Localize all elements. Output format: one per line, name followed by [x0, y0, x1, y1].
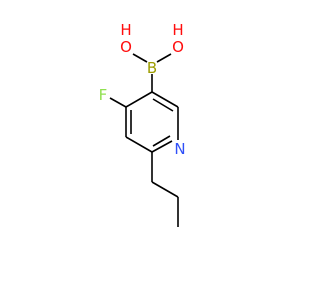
- bond-b-o2: [156, 53, 172, 63]
- bond-c3-c4: [125, 91, 153, 108]
- bond-b-o1: [132, 53, 148, 63]
- atom-nitrogen: N: [174, 140, 185, 158]
- bond-c3-c2-inner: [152, 98, 174, 112]
- atom-hydrogen-1: H: [120, 21, 131, 39]
- bond-c4-f: [109, 97, 127, 108]
- atom-oxygen-2: O: [172, 38, 184, 56]
- structure-canvas: B O H O H F N: [99, 21, 186, 227]
- bond-c3-c2: [151, 91, 179, 108]
- bond-c6-n: [151, 140, 173, 153]
- atom-hydrogen-2: H: [172, 21, 183, 39]
- atom-fluorine: F: [99, 86, 108, 104]
- atom-oxygen-1: O: [120, 38, 132, 56]
- bond-propyl-1-2: [151, 181, 179, 198]
- atom-boron: B: [147, 59, 157, 77]
- bond-c5-c6: [125, 136, 153, 153]
- bond-c6-n-inner: [152, 135, 171, 147]
